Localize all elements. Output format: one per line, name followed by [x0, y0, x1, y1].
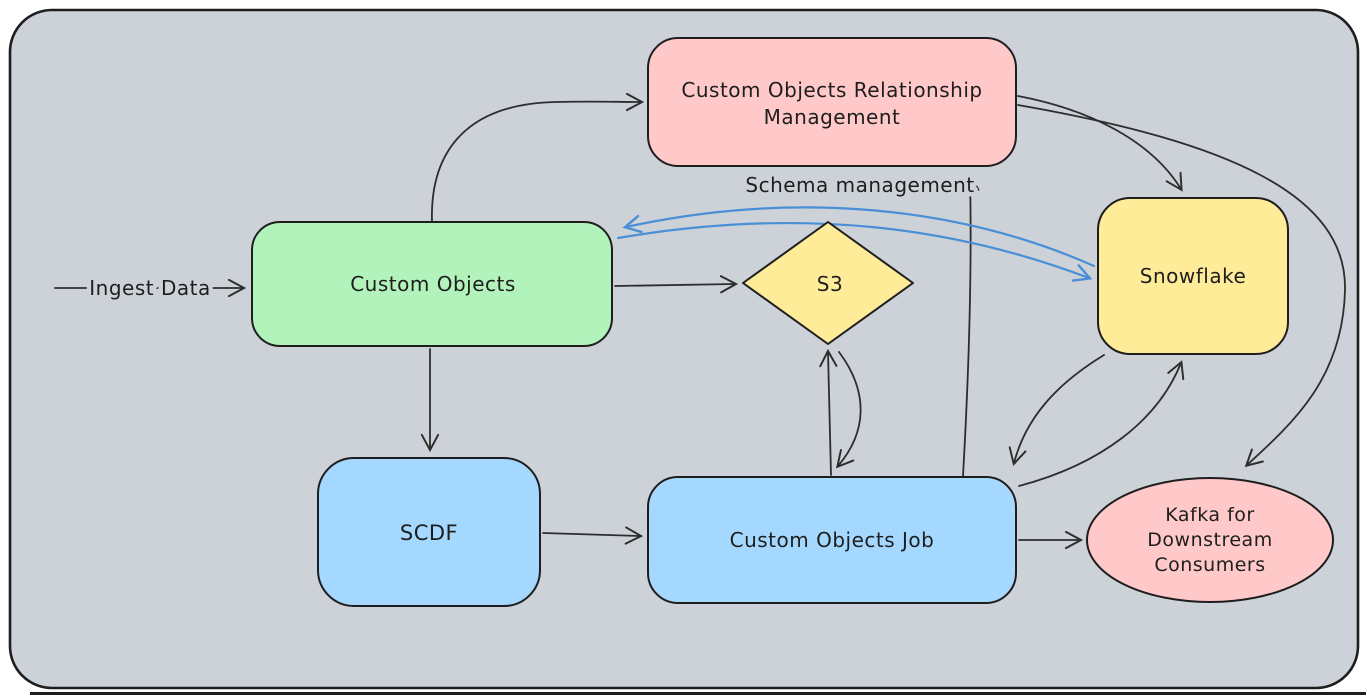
- node-s3[interactable]: S3: [742, 221, 914, 345]
- arrow-s3-to-job[interactable]: [835, 351, 862, 469]
- edges: [54, 92, 1346, 550]
- relationship-mgmt-box[interactable]: [647, 37, 1017, 167]
- snowflake-box[interactable]: [1097, 197, 1289, 355]
- arrow-relationship-mgmt-to-snowflake[interactable]: [1017, 95, 1183, 192]
- arrow-job-to-s3[interactable]: [819, 348, 838, 476]
- relationship-mgmt-label-line2: Management: [764, 105, 901, 129]
- arrow-scdf-to-job[interactable]: [542, 526, 644, 545]
- custom-objects-job-label: Custom Objects Job: [730, 528, 935, 552]
- kafka-label-line2: Downstream: [1147, 529, 1272, 551]
- scdf-label: SCDF: [400, 521, 458, 545]
- arrow-schema-custom-objects-to-snowflake[interactable]: [616, 221, 1093, 282]
- ingest-data-label: Ingest Data: [89, 276, 210, 300]
- node-scdf[interactable]: SCDF: [317, 457, 541, 607]
- arrow-job-to-snowflake[interactable]: [1018, 360, 1185, 487]
- node-snowflake[interactable]: Snowflake: [1097, 197, 1289, 355]
- arrow-snowflake-to-job[interactable]: [1008, 354, 1105, 467]
- arrow-job-to-relationship-mgmt[interactable]: [961, 172, 980, 477]
- custom-objects-job-box[interactable]: [647, 476, 1017, 604]
- arrow-custom-objects-to-s3[interactable]: [614, 275, 739, 294]
- kafka-label-line3: Consumers: [1154, 554, 1265, 576]
- arrow-custom-objects-to-relationship-mgmt[interactable]: [431, 92, 645, 223]
- custom-objects-label: Custom Objects: [350, 272, 516, 296]
- relationship-mgmt-label-line1: Custom Objects Relationship: [681, 78, 982, 102]
- arrow-relationship-mgmt-to-kafka[interactable]: [1017, 104, 1346, 468]
- schema-management-label: Schema management: [745, 173, 974, 197]
- arrow-schema-snowflake-to-custom-objects[interactable]: [622, 206, 1096, 268]
- kafka-ellipse[interactable]: [1086, 477, 1334, 603]
- custom-objects-box[interactable]: [251, 221, 613, 347]
- scdf-box[interactable]: [317, 457, 541, 607]
- node-relationship-mgmt[interactable]: Custom Objects Relationship Management: [647, 37, 1017, 167]
- snowflake-label: Snowflake: [1140, 264, 1247, 288]
- node-custom-objects[interactable]: Custom Objects: [251, 221, 613, 347]
- node-kafka[interactable]: Kafka for Downstream Consumers: [1086, 477, 1334, 603]
- s3-label: S3: [817, 272, 843, 296]
- kafka-label-line1: Kafka for: [1165, 504, 1254, 526]
- node-custom-objects-job[interactable]: Custom Objects Job: [647, 476, 1017, 604]
- s3-diamond[interactable]: [742, 221, 914, 345]
- nodes: Custom Objects Custom Objects Relationsh…: [251, 37, 1334, 607]
